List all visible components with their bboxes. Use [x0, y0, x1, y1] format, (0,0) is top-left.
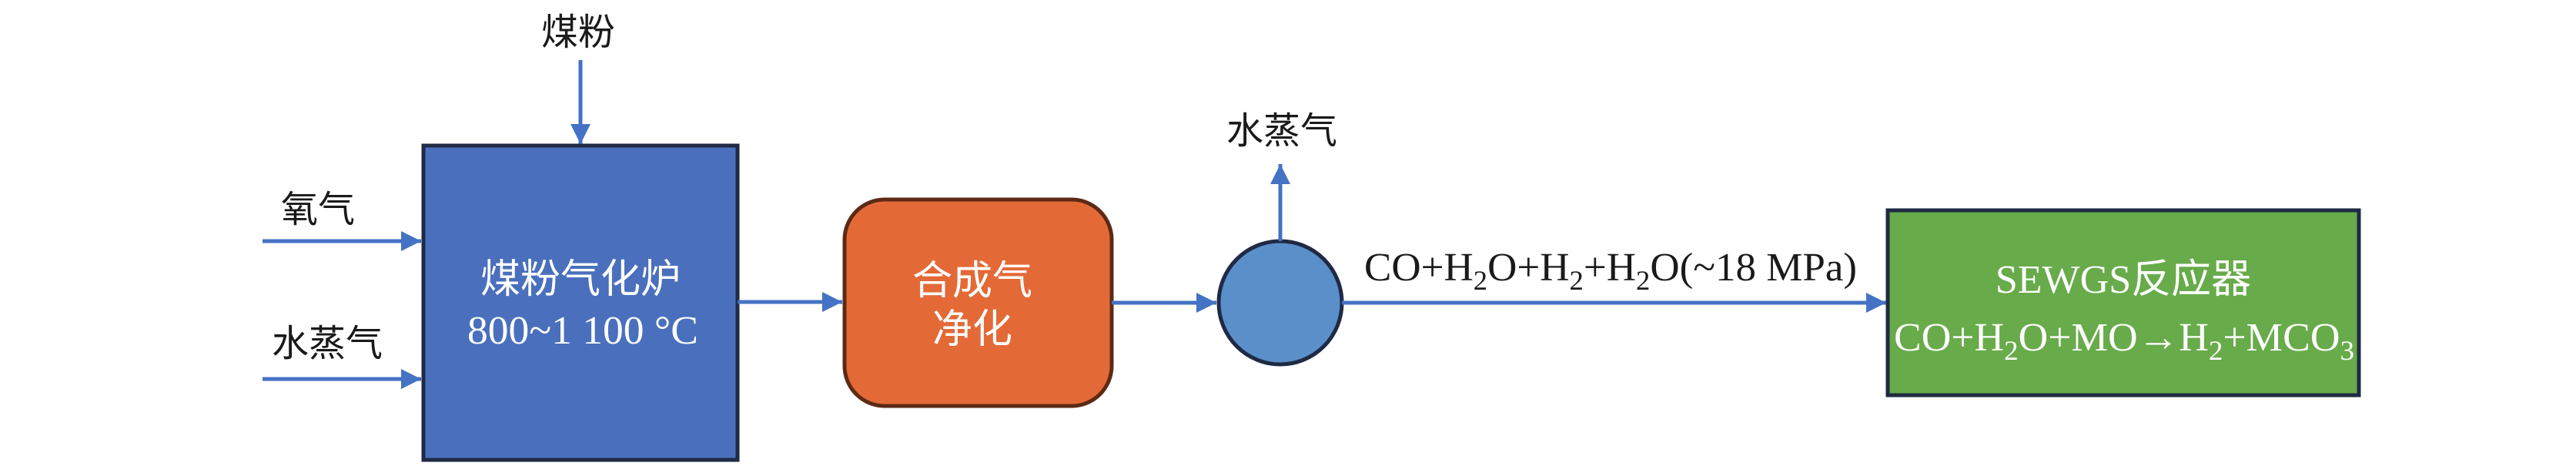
eq-part-1: CO+H — [1894, 316, 2004, 360]
stream-sub-1: 2 — [1474, 265, 1487, 296]
purifier-label-line1: 合成气 — [912, 258, 1032, 304]
separator-unit: 水蒸气 — [1216, 109, 1344, 367]
separator-node — [1216, 239, 1344, 367]
purifier-label-line2: 净化 — [932, 307, 1012, 353]
steam-outlet-label: 水蒸气 — [1226, 109, 1337, 153]
stream-sub-2: 2 — [1570, 265, 1584, 296]
gasifier-temperature: 800~1 100 °C — [467, 309, 698, 353]
stream-part-4: O(~18 MPa) — [1650, 246, 1857, 290]
stream-part-2: O+H — [1487, 246, 1569, 290]
stream-part-3: +H — [1584, 246, 1636, 290]
steam-inlet-label: 水蒸气 — [272, 322, 383, 365]
oxygen-label: 氧气 — [281, 188, 355, 231]
gasifier-box — [421, 143, 740, 462]
eq-sub-1: 2 — [2004, 335, 2019, 366]
coal-powder-label: 煤粉 — [541, 11, 615, 54]
eq-part-2: O+MO→H — [2019, 316, 2209, 360]
eq-part-3: +MCO — [2223, 316, 2340, 360]
gasifier-title: 煤粉气化炉 — [480, 257, 681, 303]
syngas-purifier-unit: 合成气 净化 — [842, 197, 1114, 408]
gasifier-unit: 煤粉气化炉 800~1 100 °C — [421, 143, 740, 462]
eq-sub-2: 2 — [2209, 335, 2223, 366]
eq-sub-3: 3 — [2340, 335, 2354, 366]
sewgs-reactor-title: SEWGS反应器 — [1996, 258, 2251, 302]
stream-sub-3: 2 — [1636, 265, 1650, 296]
stream-part-1: CO+H — [1364, 246, 1474, 290]
sewgs-reactor-box — [1885, 208, 2361, 398]
stream-composition-label: CO+H2O+H2+H2O(~18 MPa) — [1364, 246, 1857, 296]
